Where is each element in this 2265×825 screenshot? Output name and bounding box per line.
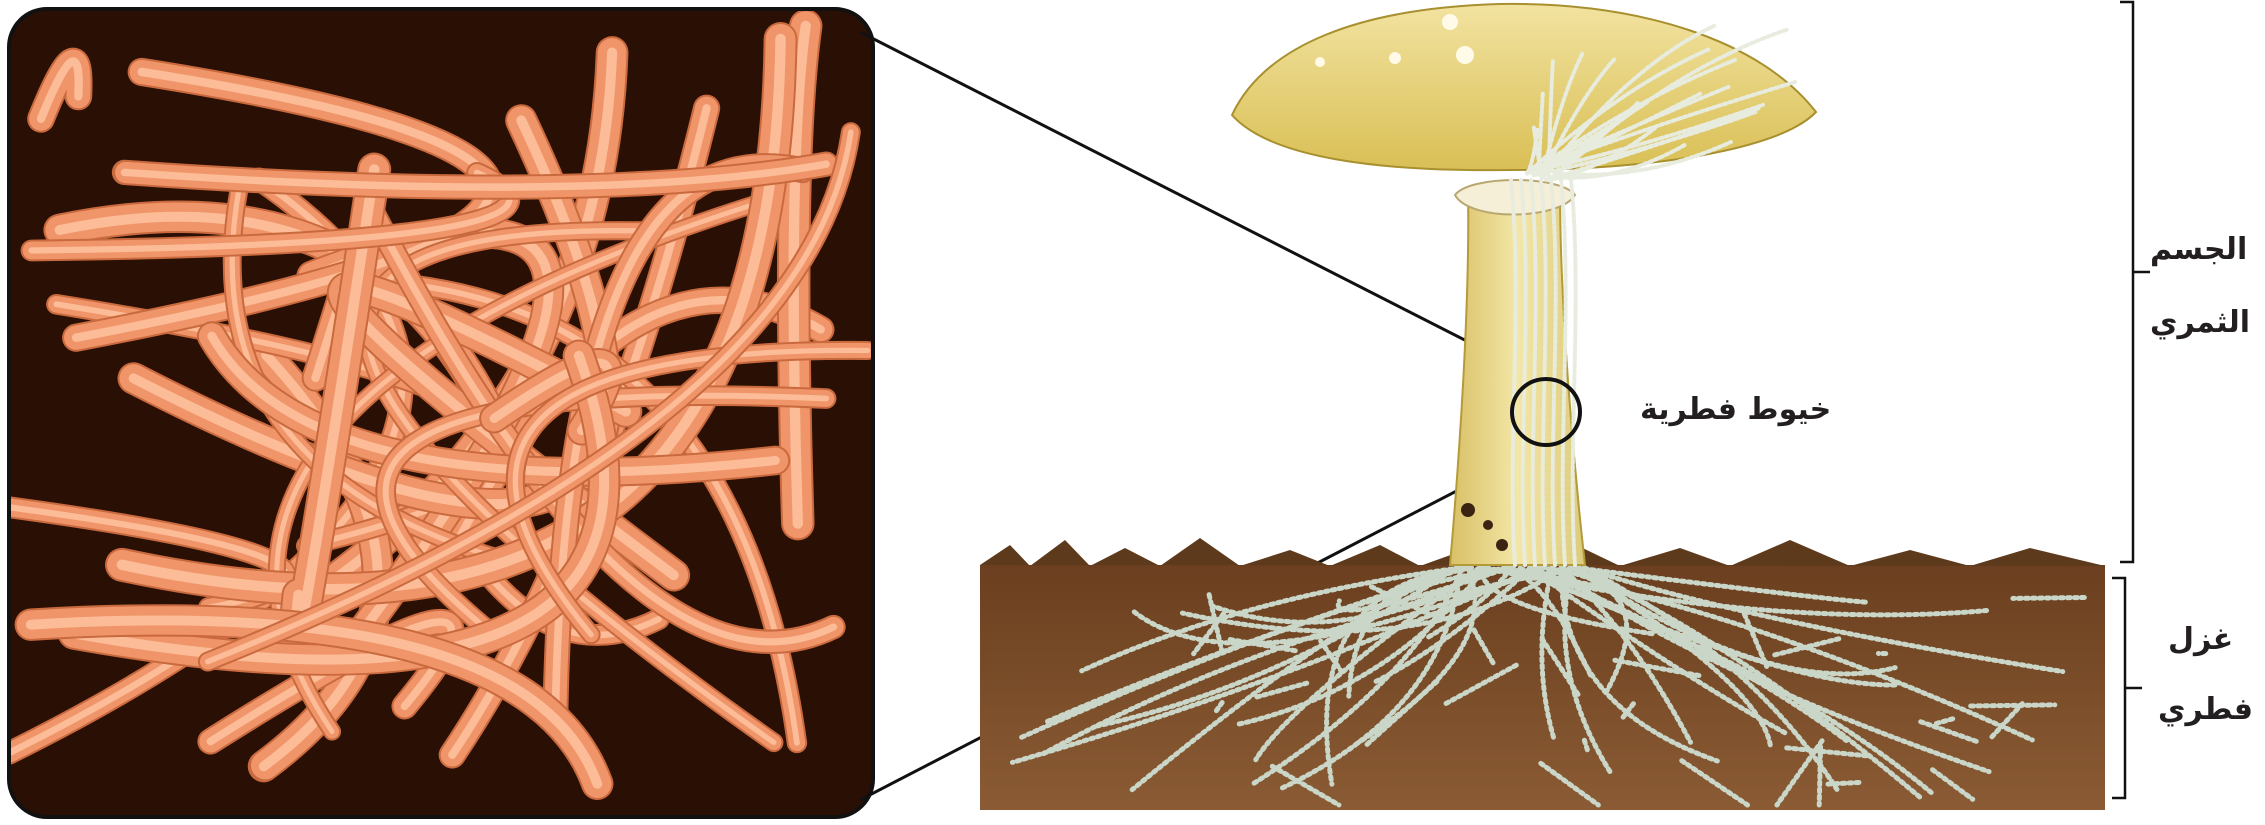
mycelium-bracket (2112, 578, 2142, 798)
fruiting-body-label-line1: الجسم (2150, 232, 2247, 267)
soil-mycelium-illustration (980, 538, 2105, 810)
mycelium-branch (1819, 747, 1820, 805)
mycelium-label-line1: غزل (2168, 622, 2233, 657)
mycelium-label-line2: فطري (2158, 692, 2253, 727)
mycelium-branch (2013, 597, 2084, 598)
fruiting-body-bracket (2120, 2, 2150, 562)
micrograph-image (9, 9, 873, 817)
mycelium-branch (1584, 740, 1587, 750)
mycelium-branch (1828, 782, 1862, 784)
fruiting-body-label-line2: الثمري (2150, 305, 2250, 340)
mycelium-branch (1971, 705, 2055, 706)
hyphae-label: خيوط فطرية (1640, 392, 1831, 427)
mushroom-illustration (1232, 4, 1816, 565)
